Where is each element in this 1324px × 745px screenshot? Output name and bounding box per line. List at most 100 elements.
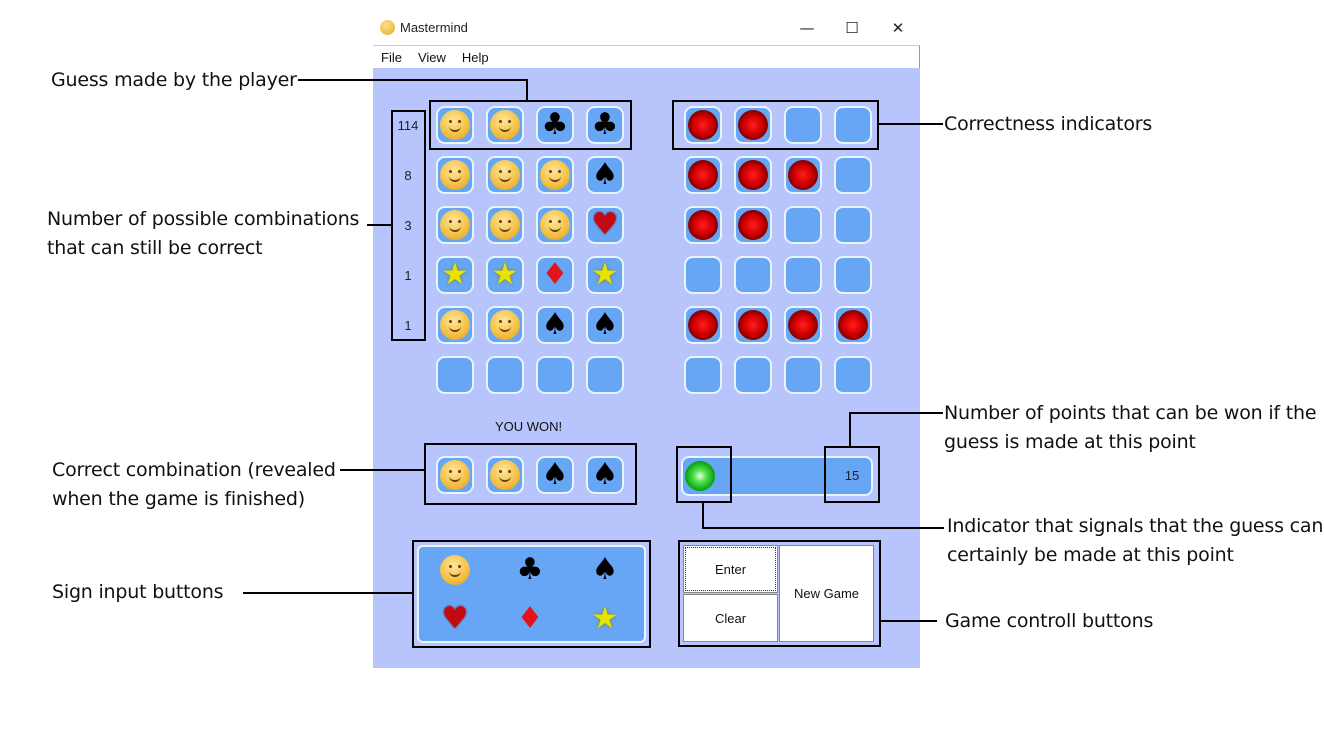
enter-button[interactable]: Enter	[683, 545, 778, 593]
indicator-slot	[834, 306, 872, 344]
smiley-icon	[540, 210, 570, 240]
sign-button-smiley[interactable]	[430, 550, 480, 590]
guess-slot: ★	[436, 256, 474, 294]
sign-button-heart[interactable]: ♥	[430, 599, 480, 639]
solution-slot: ♠	[536, 456, 574, 494]
indicator-slot	[734, 106, 772, 144]
combinations-highlight	[391, 110, 426, 341]
clear-button[interactable]: Clear	[683, 594, 778, 642]
indicator-slot	[834, 206, 872, 244]
indicator-slot	[784, 256, 822, 294]
guess-slot	[436, 206, 474, 244]
annotation-certainty: Indicator that signals that the guess ca…	[947, 512, 1323, 570]
guess-slot	[486, 106, 524, 144]
guess-slot: ♣	[536, 106, 574, 144]
smiley-icon	[440, 555, 470, 585]
sign-button-star[interactable]: ★	[580, 599, 630, 639]
window-title: Mastermind	[400, 20, 468, 35]
solution-slot: ♠	[586, 456, 624, 494]
club-icon: ♣	[591, 107, 619, 142]
sign-button-diamond[interactable]: ♦	[505, 599, 555, 639]
annotation-correctness: Correctness indicators	[944, 113, 1153, 135]
smiley-icon	[440, 160, 470, 190]
certainty-highlight	[676, 446, 732, 503]
spade-icon: ♠	[541, 457, 569, 492]
minimize-button[interactable]: —	[799, 19, 815, 37]
smiley-icon	[490, 110, 520, 140]
annotation-guess: Guess made by the player	[51, 69, 297, 91]
red-peg-icon	[738, 210, 768, 240]
close-button[interactable]: ✕	[891, 19, 905, 37]
possible-combinations-count: 1	[404, 318, 412, 333]
heart-icon: ♥	[441, 601, 469, 636]
guess-slot: ♠	[586, 156, 624, 194]
sign-button-club[interactable]: ♣	[505, 550, 555, 590]
indicator-slot	[734, 356, 772, 394]
guess-slot: ♦	[536, 256, 574, 294]
indicator-slot	[734, 306, 772, 344]
guess-slot: ♣	[586, 106, 624, 144]
guess-slot	[436, 106, 474, 144]
red-peg-icon	[688, 210, 718, 240]
indicator-slot	[684, 106, 722, 144]
annotation-sign-input: Sign input buttons	[52, 581, 224, 603]
menu-view[interactable]: View	[417, 49, 446, 65]
annotation-line: certainly be made at this point	[947, 544, 1234, 566]
connector-line	[849, 412, 943, 414]
indicator-slot	[784, 206, 822, 244]
sign-button-spade[interactable]: ♠	[580, 550, 630, 590]
guess-highlight	[429, 100, 632, 150]
star-icon: ★	[591, 601, 619, 636]
smiley-icon	[490, 210, 520, 240]
connector-line	[340, 469, 425, 471]
annotation-points: Number of points that can be won if the …	[944, 399, 1317, 457]
annotation-line: Number of possible combinations	[47, 208, 360, 230]
red-peg-icon	[688, 160, 718, 190]
indicators-highlight	[672, 100, 879, 150]
guess-slot	[536, 356, 574, 394]
indicator-slot	[834, 256, 872, 294]
points-value: 15	[844, 468, 860, 483]
connector-line	[702, 502, 704, 528]
connector-line	[243, 592, 413, 594]
star-icon: ★	[491, 257, 519, 292]
sign-input-highlight	[412, 540, 651, 648]
annotation-line: that can still be correct	[47, 237, 263, 259]
connector-line	[526, 79, 528, 101]
indicator-slot	[684, 256, 722, 294]
annotation-line: Number of points that can be won if the	[944, 402, 1317, 424]
maximize-button[interactable]: ☐	[845, 19, 859, 37]
red-peg-icon	[838, 310, 868, 340]
red-peg-icon	[738, 110, 768, 140]
club-icon: ♣	[516, 552, 544, 587]
spade-icon: ♠	[591, 307, 619, 342]
club-icon: ♣	[541, 107, 569, 142]
guess-slot	[436, 356, 474, 394]
points-highlight	[824, 446, 880, 503]
smiley-icon	[540, 160, 570, 190]
menu-bar: File View Help	[373, 45, 920, 69]
menu-file[interactable]: File	[381, 49, 402, 65]
red-peg-icon	[738, 160, 768, 190]
indicator-slot	[784, 356, 822, 394]
guess-slot	[586, 356, 624, 394]
connector-line	[702, 527, 944, 529]
connector-line	[849, 412, 851, 447]
guess-slot: ★	[586, 256, 624, 294]
diamond-icon: ♦	[516, 601, 544, 636]
star-icon: ★	[591, 257, 619, 292]
smiley-icon	[490, 460, 520, 490]
spade-icon: ♠	[541, 307, 569, 342]
annotation-line: Indicator that signals that the guess ca…	[947, 515, 1324, 537]
smiley-icon	[490, 310, 520, 340]
guess-slot	[436, 156, 474, 194]
menu-help[interactable]: Help	[461, 49, 489, 65]
smiley-icon	[440, 310, 470, 340]
guess-slot: ♠	[586, 306, 624, 344]
new-game-button[interactable]: New Game	[779, 545, 874, 642]
solution-highlight	[424, 443, 637, 505]
guess-slot	[536, 156, 574, 194]
guess-slot	[536, 206, 574, 244]
title-bar: Mastermind — ☐ ✕	[373, 10, 920, 46]
red-peg-icon	[738, 310, 768, 340]
